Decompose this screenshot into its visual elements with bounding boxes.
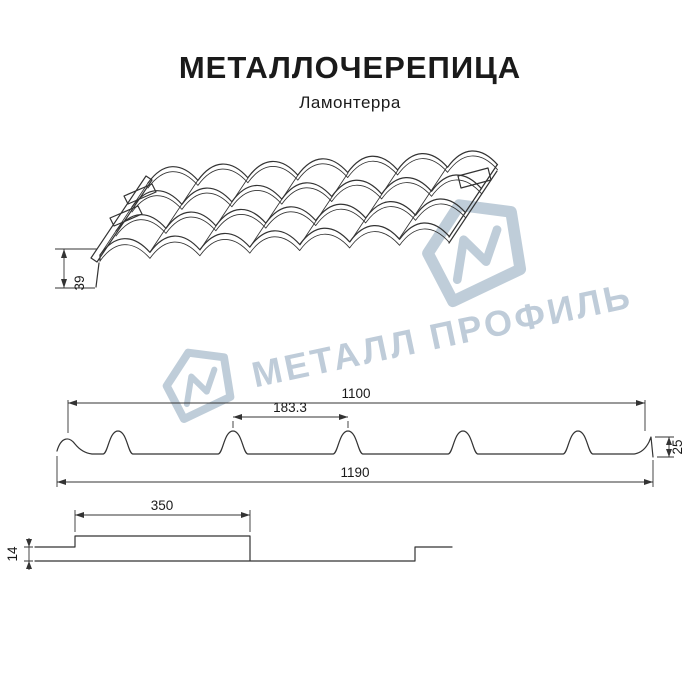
- tile-row-edge: [114, 202, 467, 237]
- arrowhead-icon: [61, 249, 67, 258]
- extension-lines: [67, 400, 646, 433]
- dimension-183-3: 183.3: [232, 400, 349, 428]
- dim-label-25: 25: [670, 439, 685, 454]
- arrowhead-icon: [339, 414, 348, 420]
- watermark: МЕТАЛЛ ПРОФИЛЬ: [161, 195, 636, 421]
- watermark-logo-icon: [161, 346, 235, 421]
- dimension-25: 25: [655, 436, 685, 458]
- longitudinal-step-profile: 350 14: [5, 498, 453, 570]
- dimension-1100: 1100: [67, 386, 646, 433]
- dimension-1190: 1190: [56, 456, 654, 487]
- arrowhead-icon: [61, 279, 67, 288]
- extension-lines: [55, 248, 97, 289]
- arrowhead-icon: [636, 400, 645, 406]
- dimension-14: 14: [5, 538, 33, 570]
- arrowhead-icon: [233, 414, 242, 420]
- watermark-center: МЕТАЛЛ ПРОФИЛЬ: [161, 275, 636, 421]
- arrowhead-icon: [26, 561, 32, 569]
- tile-pan-lines: [99, 164, 498, 256]
- profile-outline: [56, 430, 654, 458]
- arrowhead-icon: [241, 512, 250, 518]
- arrowhead-icon: [644, 479, 653, 485]
- dim-label-1100: 1100: [341, 386, 370, 401]
- profile-cross-section: 1100 183.3 25: [56, 386, 685, 487]
- arrowhead-icon: [666, 437, 672, 445]
- extension-lines: [655, 436, 674, 458]
- dim-label-1190: 1190: [340, 465, 369, 480]
- extension-lines: [74, 510, 251, 532]
- page-title: МЕТАЛЛОЧЕРЕПИЦА: [178, 50, 522, 85]
- page-subtitle: Ламонтерра: [299, 93, 401, 112]
- dim-label-183-3: 183.3: [273, 400, 307, 415]
- perspective-roof-view: 39: [55, 149, 499, 291]
- dim-label-14: 14: [5, 546, 20, 562]
- dimension-350: 350: [74, 498, 251, 532]
- dimension-39: 39: [55, 248, 97, 291]
- arrowhead-icon: [26, 539, 32, 547]
- header: МЕТАЛЛОЧЕРЕПИЦА Ламонтерра: [0, 50, 700, 113]
- arrowhead-icon: [68, 400, 77, 406]
- arrowhead-icon: [666, 449, 672, 457]
- step-profile-outline: [34, 535, 453, 562]
- dim-label-350: 350: [151, 498, 174, 513]
- extension-lines: [24, 546, 33, 562]
- watermark-logo-top-icon: [419, 195, 526, 304]
- arrowhead-icon: [57, 479, 66, 485]
- extension-lines: [232, 421, 349, 428]
- dim-label-39: 39: [72, 275, 87, 290]
- arrowhead-icon: [75, 512, 84, 518]
- batten-blocks: [109, 167, 492, 227]
- tile-row-edge: [98, 227, 451, 262]
